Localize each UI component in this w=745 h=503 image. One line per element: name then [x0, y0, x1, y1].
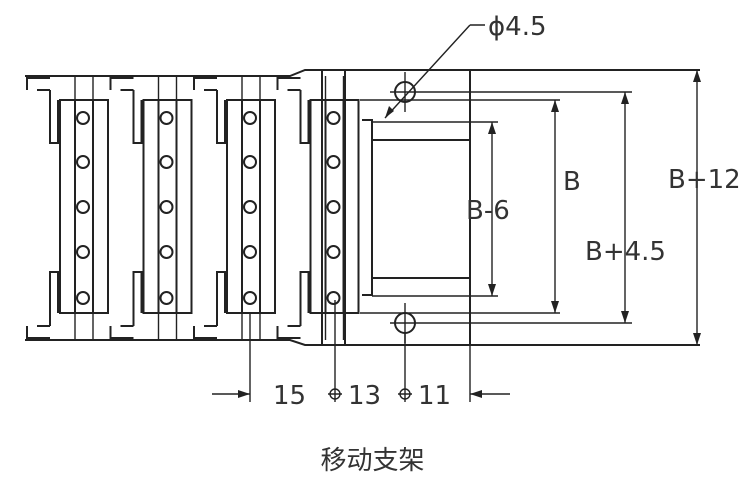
label-b-plus-4-5: B+4.5 [585, 237, 666, 267]
chain-link-plate [309, 99, 360, 314]
outer-bottom-edge [25, 339, 700, 346]
chain-link-plate [59, 99, 109, 314]
mounting-bracket [321, 70, 471, 345]
chain-link-rail [241, 100, 261, 313]
chain-link-hole [326, 200, 341, 214]
chain-link-hole [76, 291, 90, 305]
chain-link-hole [76, 155, 90, 169]
link-bracket-bottom [109, 271, 143, 339]
chain-link-hole [76, 111, 90, 125]
link-connector [324, 76, 345, 340]
chain-link-hole [326, 111, 341, 125]
chain-link-hole [326, 245, 341, 259]
label-dim-15: 15 [273, 381, 306, 411]
label-hole-diameter: ϕ4.5 [488, 12, 547, 42]
link-bracket-bottom [193, 271, 226, 339]
link-bracket-top [109, 77, 143, 144]
chain-link-hole [76, 200, 90, 214]
chain-links [26, 76, 360, 340]
chain-link-hole [243, 245, 257, 259]
label-b-plus-12: B+12 [668, 165, 741, 195]
chain-link-hole [243, 291, 257, 305]
chain-link-rail [324, 100, 345, 313]
label-dim-13: 13 [348, 381, 381, 411]
chain-link-hole [159, 155, 174, 169]
chain-link-plate [226, 99, 276, 314]
outer-top-edge [25, 69, 700, 77]
link-bracket-bottom [26, 271, 59, 339]
chain-link-hole [159, 111, 174, 125]
chain-link-hole [326, 155, 341, 169]
dimension-lines [212, 24, 701, 402]
caption: 移动支架 [320, 446, 425, 476]
link-bracket-top [26, 77, 59, 144]
label-dim-11: 11 [418, 381, 451, 411]
chain-link-hole [159, 200, 174, 214]
chain-link-hole [76, 245, 90, 259]
chain-link-rail [74, 100, 94, 313]
chain-link-hole [159, 291, 174, 305]
chain-link-hole [326, 291, 341, 305]
label-b: B [563, 167, 581, 197]
link-connector [74, 76, 94, 340]
chain-link-hole [243, 111, 257, 125]
link-bracket-bottom [276, 271, 310, 339]
link-connector [241, 76, 261, 340]
link-bracket-top [276, 77, 310, 144]
chain-link-hole [159, 245, 174, 259]
link-connector [157, 76, 178, 340]
chain-link-hole [243, 200, 257, 214]
chain-link-rail [157, 100, 178, 313]
label-b-minus-6: B-6 [466, 196, 510, 226]
link-bracket-top [193, 77, 226, 144]
chain-link-hole [243, 155, 257, 169]
chain-link-plate [142, 99, 193, 314]
